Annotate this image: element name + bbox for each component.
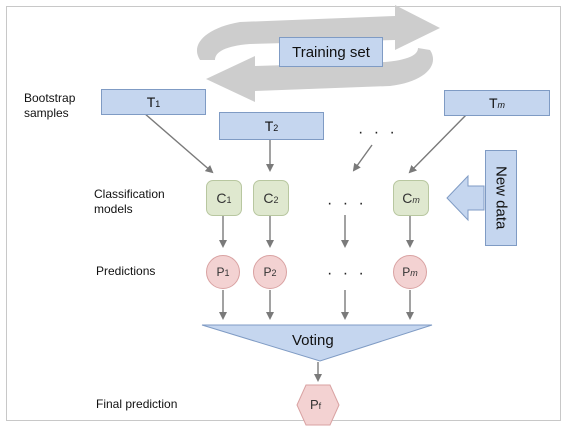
voting-label: Voting bbox=[292, 332, 334, 349]
new-data-box: New data bbox=[485, 150, 517, 246]
arrow-t1-c1 bbox=[143, 112, 214, 174]
cycle-arrow-top bbox=[196, 5, 440, 60]
bootstrap-label: Bootstrap samples bbox=[24, 91, 75, 121]
final-prediction-label: Final prediction bbox=[96, 397, 178, 411]
bootstrap-label-line1: Bootstrap bbox=[24, 91, 76, 105]
classification-label-line2: models bbox=[94, 202, 133, 216]
training-set-label: Training set bbox=[292, 43, 370, 61]
classification-label: Classification models bbox=[94, 187, 165, 217]
predictions-ellipsis: · · · bbox=[327, 265, 367, 282]
cycle-arrow-bottom bbox=[206, 48, 434, 102]
new-data-arrow bbox=[446, 174, 485, 222]
models-ellipsis: · · · bbox=[327, 195, 367, 212]
voting-funnel bbox=[201, 324, 433, 362]
training-set-box: Training set bbox=[279, 37, 383, 67]
new-data-label: New data bbox=[492, 166, 510, 230]
arrow-tm-cm bbox=[408, 112, 469, 174]
classification-label-line1: Classification bbox=[94, 187, 165, 201]
bootstrap-ellipsis: · · · bbox=[358, 124, 398, 141]
arrow-dots-top bbox=[352, 144, 373, 172]
final-prediction-hexagon bbox=[296, 384, 340, 426]
bootstrap-label-line2: samples bbox=[24, 106, 69, 120]
predictions-label: Predictions bbox=[96, 264, 156, 278]
